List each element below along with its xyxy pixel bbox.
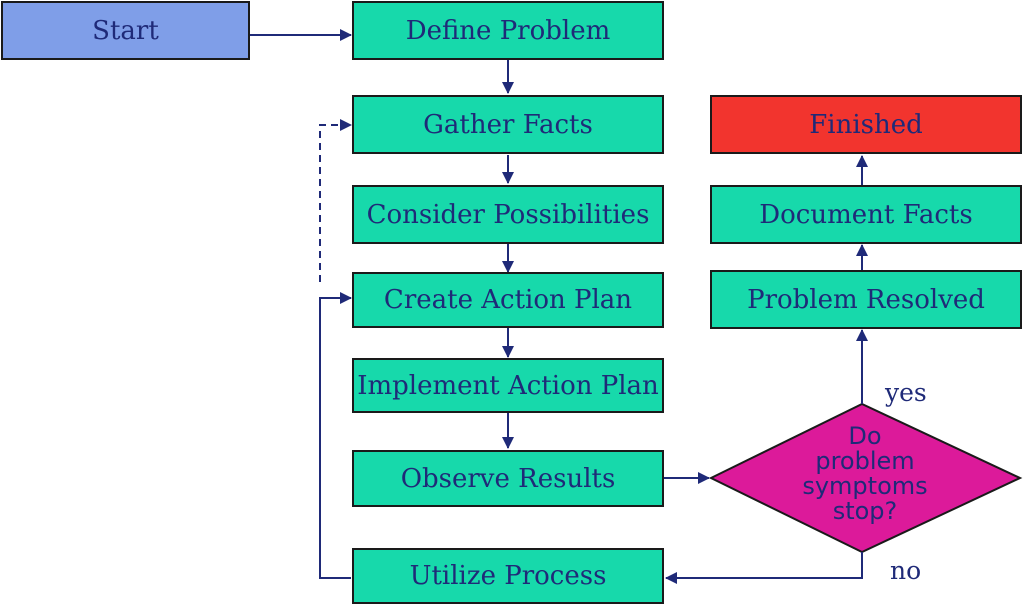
node-document-facts-label: Document Facts bbox=[759, 199, 973, 230]
node-problem-resolved-label: Problem Resolved bbox=[747, 284, 985, 315]
node-create-action-plan: Create Action Plan bbox=[352, 272, 664, 328]
node-finished: Finished bbox=[710, 95, 1022, 154]
node-finished-label: Finished bbox=[809, 109, 923, 140]
node-observe-results-label: Observe Results bbox=[400, 463, 616, 494]
decision-diamond bbox=[708, 402, 1023, 554]
node-problem-resolved: Problem Resolved bbox=[710, 270, 1022, 329]
arrow-dashed-to-gather bbox=[319, 119, 352, 282]
edge-label-no: no bbox=[890, 556, 922, 585]
arrow-no-to-utilize bbox=[665, 552, 863, 584]
arrow-utilize-to-create bbox=[319, 292, 352, 579]
node-define-problem: Define Problem bbox=[352, 1, 664, 60]
decision-line-2: problem bbox=[815, 447, 915, 475]
node-gather-facts-label: Gather Facts bbox=[423, 109, 593, 140]
node-start: Start bbox=[1, 1, 250, 60]
node-consider-possibilities: Consider Possibilities bbox=[352, 185, 664, 244]
node-document-facts: Document Facts bbox=[710, 185, 1022, 244]
decision-line-4: stop? bbox=[832, 497, 898, 525]
node-gather-facts: Gather Facts bbox=[352, 95, 664, 154]
edge-label-yes: yes bbox=[885, 378, 927, 407]
node-implement-action-plan: Implement Action Plan bbox=[352, 358, 664, 413]
node-implement-action-plan-label: Implement Action Plan bbox=[357, 370, 659, 401]
node-create-action-plan-label: Create Action Plan bbox=[383, 285, 633, 315]
node-consider-possibilities-label: Consider Possibilities bbox=[366, 199, 650, 230]
node-utilize-process-label: Utilize Process bbox=[409, 561, 607, 591]
node-utilize-process: Utilize Process bbox=[352, 548, 664, 604]
node-define-problem-label: Define Problem bbox=[405, 15, 611, 46]
decision-line-1: Do bbox=[848, 422, 882, 450]
decision-line-3: symptoms bbox=[802, 472, 928, 500]
decision-label: Do problem symptoms stop? bbox=[800, 424, 930, 524]
node-start-label: Start bbox=[92, 15, 159, 46]
node-observe-results: Observe Results bbox=[352, 450, 664, 507]
